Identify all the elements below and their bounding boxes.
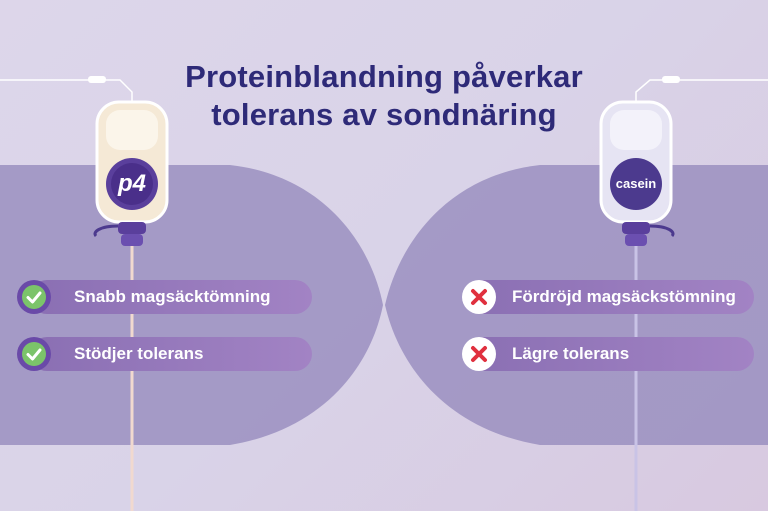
cross-icon [462, 337, 496, 371]
benefit-label: Snabb magsäcktömning [74, 287, 271, 306]
left-feeding-bag [93, 100, 169, 511]
right-bag-label: casein [615, 176, 657, 191]
title-line-2: tolerans av sondnäring [211, 97, 557, 132]
cross-icon [462, 280, 496, 314]
check-icon [17, 280, 51, 314]
benefit-label: Stödjer tolerans [74, 344, 204, 363]
page-title: Proteinblandning påverkar tolerans av so… [0, 58, 768, 134]
left-bag-label: p4 [117, 170, 146, 197]
title-line-1: Proteinblandning påverkar [185, 59, 583, 94]
right-feeding-bag [599, 100, 675, 511]
benefit-item-fast-emptying: Snabb magsäcktömning [30, 280, 312, 314]
benefit-item-supports-tolerance: Stödjer tolerans [30, 337, 312, 371]
drawback-item-delayed-emptying: Fördröjd magsäckstömning [466, 280, 754, 314]
drawback-label: Lägre tolerans [512, 344, 630, 363]
drawback-label: Fördröjd magsäckstömning [512, 287, 736, 306]
check-icon [17, 337, 51, 371]
drawback-item-lower-tolerance: Lägre tolerans [466, 337, 754, 371]
